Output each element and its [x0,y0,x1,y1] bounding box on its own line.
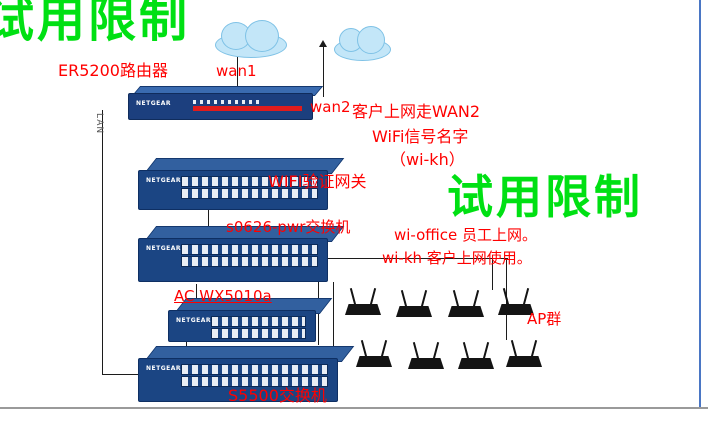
label-wan2-note: 客户上网走WAN2 [352,102,481,121]
wan2-cloud-icon [333,26,391,62]
router-led-row [193,100,263,104]
access-point-icon [396,290,432,317]
link-switch2-switch3 [196,284,197,298]
arrow-wan2-icon [319,40,327,47]
access-point-icon [408,342,444,369]
link-lan-horizontal [102,374,140,375]
link-drop-ap-2 [333,282,334,368]
link-switch2-apgroup [318,258,508,259]
label-lan: LAN [94,113,104,135]
label-router: ER5200路由器 [58,61,168,80]
switch-front-face: NETGEAR [168,310,316,342]
label-wi-office-note: wi-office 员工上网。 [394,226,538,244]
port-row [211,316,306,327]
switch-front-face: NETGEAR [138,238,328,282]
access-point-icon [448,290,484,317]
bottom-divider [0,407,708,409]
access-point-icon [506,340,542,367]
right-edge-line [699,0,701,407]
access-point-icon [356,340,392,367]
router-front-face: NETGEAR [128,93,313,120]
label-wifi-ssid: （wi-kh） [390,150,465,169]
port-row [181,188,318,199]
label-wan2: wan2 [310,98,351,116]
label-wifi-gateway: WIFI验证网关 [268,172,367,191]
link-router-wan1 [237,56,238,88]
switch-brand-text: NETGEAR [176,317,211,324]
link-router-wan2 [323,47,324,97]
wan1-cloud-icon [213,20,287,60]
switch-brand-text: NETGEAR [146,365,181,372]
port-row [181,364,328,375]
switch-front-face: NETGEAR [138,358,338,402]
switch-front-face: NETGEAR [138,170,328,210]
port-row [181,376,328,387]
port-row [181,244,318,255]
access-point-icon [345,288,381,315]
label-switch-s0626: s0626-pwr交换机 [226,218,351,236]
access-point-icon [458,342,494,369]
label-ap-group: AP群 [527,310,562,328]
switch-brand-text: NETGEAR [146,177,181,184]
port-row [211,328,306,339]
label-switch-s5500: S5500交换机 [228,386,327,405]
label-wan1: wan1 [216,62,257,80]
switch-s5500-device: NETGEAR [138,346,355,402]
router-er5200-device: NETGEAR [128,86,324,120]
link-lan-vertical [102,110,103,374]
watermark-mid-right: 试用限制 [447,170,643,224]
port-row [181,256,318,267]
switch-wifi-gateway-device: NETGEAR [138,158,345,210]
link-drop-ap-3 [492,258,493,290]
router-red-stripe [193,106,302,111]
link-switch1-switch2 [208,210,209,228]
watermark-top-left: 试用限制 [0,0,191,48]
access-point-icon [498,288,534,315]
label-wifi-name: WiFi信号名字 [372,127,469,146]
port-row [181,176,318,187]
router-brand-text: NETGEAR [136,100,171,107]
ac-wx5010a-device: NETGEAR [168,298,333,342]
label-wi-kh-note: wi-kh 客户上网使用。 [382,249,532,267]
label-ac-controller: AC WX5010a [174,287,272,305]
switch-s0626-device: NETGEAR [138,226,345,282]
switch-brand-text: NETGEAR [146,245,181,252]
